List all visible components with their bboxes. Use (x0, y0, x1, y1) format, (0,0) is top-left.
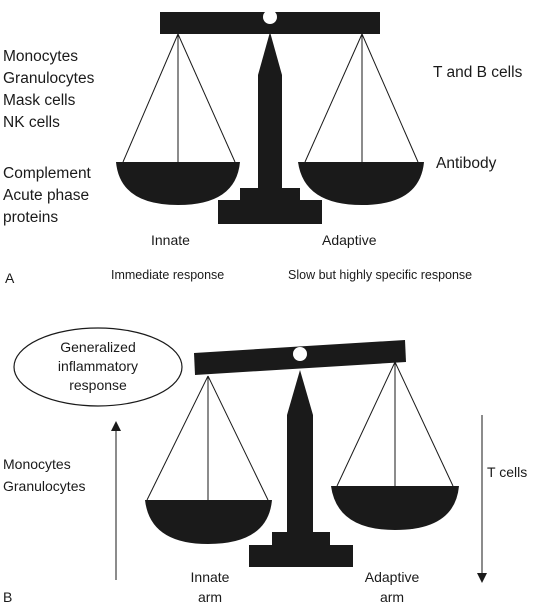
right-pan-b (331, 361, 459, 530)
balance-scale-a (116, 10, 424, 224)
innate-arm-label: arm (197, 589, 223, 605)
adaptive-arm-label: Adaptive (364, 569, 420, 585)
left-cell-label-b: Granulocytes (3, 478, 86, 494)
pillar-a (258, 32, 282, 200)
pivot-a (263, 10, 277, 24)
oval-text-line: inflammatory (57, 358, 139, 374)
base-a (218, 200, 322, 224)
oval-text-line: response (69, 377, 127, 393)
left-humoral-label: Acute phase (3, 187, 90, 204)
innate-label: Innate (151, 232, 190, 248)
left-cell-label: Granulocytes (3, 70, 95, 87)
oval-text-line: Generalized (60, 339, 136, 355)
left-pan-a (116, 33, 240, 205)
adaptive-label: Adaptive (322, 232, 377, 248)
left-cell-label-b: Monocytes (3, 456, 71, 472)
panel-letter-a: A (5, 270, 15, 286)
left-pan-b (145, 375, 272, 544)
innate-caption: Immediate response (111, 268, 225, 282)
left-humoral-label: Complement (3, 165, 91, 182)
left-cell-label: NK cells (3, 114, 60, 131)
left-cell-label: Monocytes (3, 48, 78, 65)
right-cell-label-b: T cells (487, 464, 528, 480)
right-humoral-label: Antibody (436, 155, 497, 172)
balance-scale-b (145, 340, 459, 567)
innate-arm-label: Innate (190, 569, 230, 585)
pillar-b (287, 370, 313, 546)
panel-letter-b: B (3, 589, 13, 605)
adaptive-arm-label: arm (379, 589, 405, 605)
pivot-b (293, 347, 307, 361)
inflammatory-response-oval (13, 327, 183, 407)
adaptive-caption: Slow but highly specific response (288, 268, 473, 282)
base-step-b (272, 532, 330, 546)
left-humoral-label: proteins (3, 209, 59, 226)
right-cell-label: T and B cells (433, 64, 523, 81)
base-step-a (240, 188, 300, 202)
base-b (249, 545, 353, 567)
right-pan-a (298, 33, 424, 205)
left-cell-label: Mask cells (3, 92, 76, 109)
